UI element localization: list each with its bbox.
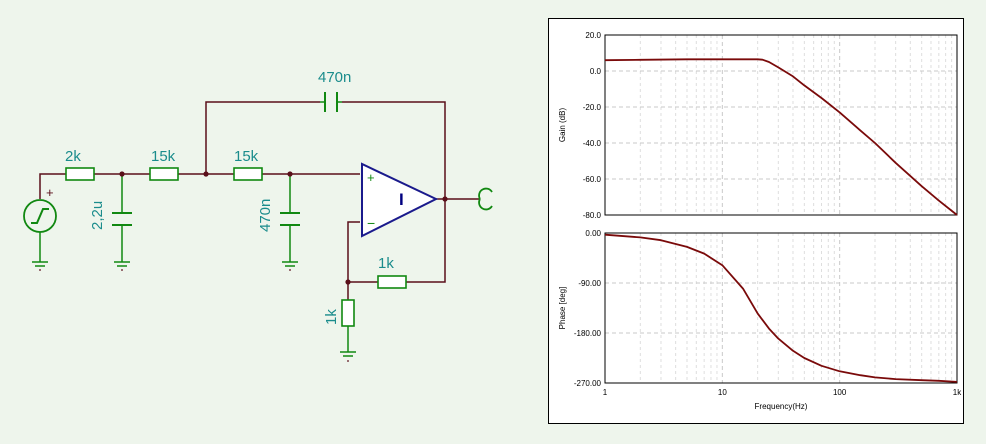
r1-label: 2k [65,148,81,165]
r5-label: 1k [323,309,340,325]
opamp-symbol-label: I [399,190,404,209]
output-terminal[interactable] [478,187,493,200]
bode-plot: 20.0 0.0 -20.0 -40.0 -60.0 -80.0 Gain (dB) 0.00… [558,31,962,411]
capacitor-c3[interactable] [320,92,342,112]
gain-y-axis-label: Gain (dB) [558,108,567,143]
y-tick-label: -90.00 [578,279,601,288]
y-tick-label: 0.0 [590,67,602,76]
circuit-wires [39,101,480,300]
gain-curve [604,58,958,216]
source-plus-label: + [46,185,54,200]
bode-plot-panel: 20.0 0.0 -20.0 -40.0 -60.0 -80.0 Gain (dB) 0.00… [548,18,964,424]
ground-symbol [282,261,298,267]
schematic-diagram: + + − I [23,69,493,362]
gain-plot-frame [604,34,958,216]
opamp-body[interactable] [361,162,439,238]
resistor-r1[interactable] [65,167,95,181]
c2-label: 470n [257,199,274,232]
c3-label: 470n [318,69,351,86]
opamp-plus-label: + [367,170,375,185]
y-tick-label: 0.00 [585,229,601,238]
ground-symbol [32,261,48,267]
y-tick-label: -60.0 [583,175,602,184]
c1-label: 2,2u [89,201,106,230]
capacitor-c2[interactable] [280,212,300,226]
ground-symbol [340,351,356,357]
phase-y-axis-label: Phase [deg] [558,287,567,330]
x-axis-label: Frequency(Hz) [755,402,808,411]
phase-plot-frame [604,232,958,384]
x-tick-label: 1k [953,388,962,397]
resistor-r4[interactable] [377,275,407,289]
junction-nodes [119,171,448,285]
y-tick-label: -80.0 [583,211,602,220]
r3-label: 15k [234,148,259,165]
ground-symbol [114,261,130,267]
x-tick-label: 100 [833,388,847,397]
y-tick-label: -270.00 [574,379,602,388]
r2-label: 15k [151,148,176,165]
y-tick-label: -180.00 [574,329,602,338]
r4-label: 1k [378,255,394,272]
resistor-r2[interactable] [149,167,179,181]
y-tick-label: -40.0 [583,139,602,148]
capacitor-c1[interactable] [112,212,132,226]
y-tick-label: -20.0 [583,103,602,112]
x-tick-label: 10 [718,388,727,397]
phase-curve [604,233,958,383]
x-tick-label: 1 [603,388,608,397]
component-leads [39,174,349,352]
opamp-minus-label: − [367,215,375,231]
resistor-r5[interactable] [341,299,355,327]
y-tick-label: 20.0 [585,31,601,40]
voltage-source[interactable] [23,199,57,233]
resistor-r3[interactable] [233,167,263,181]
